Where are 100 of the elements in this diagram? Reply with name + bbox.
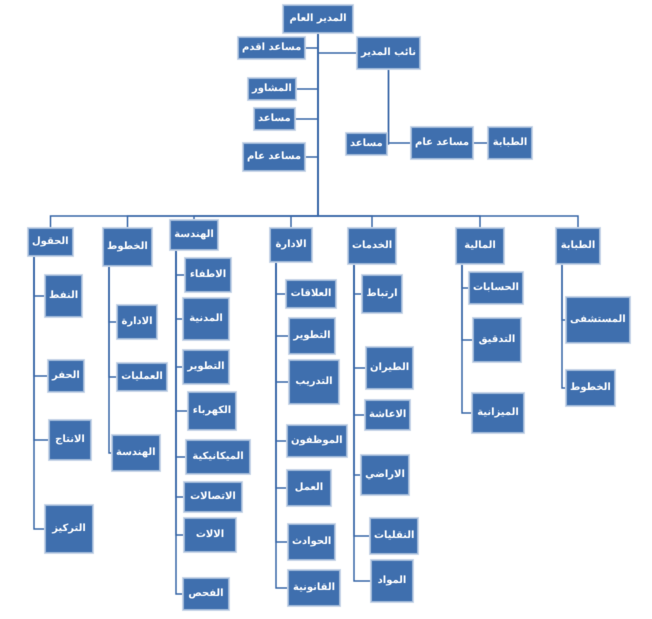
org-box	[186, 440, 250, 474]
org-box	[473, 318, 521, 362]
box-label: التدريب	[295, 376, 333, 388]
org-box	[238, 37, 306, 59]
connector-line	[175, 250, 183, 595]
box-label: الموظفون	[291, 435, 343, 447]
box-label: المشاور	[252, 83, 292, 95]
box-label: التطوير	[293, 330, 331, 342]
box-label: مساعد اقدم	[242, 42, 302, 54]
org-box	[288, 524, 336, 560]
org-box	[103, 228, 152, 266]
box-label: الميزانية	[477, 407, 519, 419]
box-label: التركيز	[52, 523, 86, 535]
connector-line	[561, 264, 566, 389]
box-label: الانتاج	[55, 434, 85, 446]
box-label: الخطوط	[570, 382, 611, 394]
org-box	[117, 305, 157, 339]
org-box	[357, 37, 420, 69]
box-label: القانونية	[292, 582, 336, 594]
org-box	[45, 505, 93, 553]
box-label: النفط	[49, 290, 78, 302]
org-box	[254, 108, 295, 130]
box-label: المالية	[464, 240, 496, 252]
org-box	[45, 275, 82, 317]
box-label: ارتباط	[366, 288, 398, 300]
box-label: الادارة	[275, 239, 307, 251]
box-label: الاعاشة	[369, 409, 406, 421]
org-box	[370, 518, 418, 554]
connector-line	[353, 264, 371, 582]
box-label: النقليات	[374, 530, 414, 542]
org-box	[288, 570, 340, 606]
box-label: الاطفاء	[190, 269, 226, 281]
org-box	[371, 560, 413, 602]
box-label: الفحص	[188, 588, 224, 600]
org-box	[283, 5, 353, 33]
org-box	[566, 370, 615, 406]
org-box	[243, 143, 306, 171]
box-label: الحسابات	[473, 282, 519, 294]
org-box	[365, 400, 410, 430]
box-label: التطوير	[187, 361, 225, 373]
org-box	[456, 228, 504, 264]
org-box	[348, 228, 396, 264]
org-box	[286, 280, 336, 308]
box-label: المدنية	[189, 313, 223, 325]
box-label: الطبابة	[560, 240, 596, 252]
box-label: الالات	[196, 529, 224, 541]
box-label: العلاقات	[290, 288, 332, 300]
box-label: الاتصالات	[190, 491, 236, 503]
org-box	[289, 318, 335, 354]
box-label: التدقيق	[478, 334, 516, 346]
box-label: المستشفى	[570, 314, 626, 326]
box-label: الحوادث	[292, 536, 332, 548]
box-label: مساعد	[350, 138, 383, 150]
box-label: نائب المدير	[361, 47, 416, 59]
org-box	[170, 220, 218, 250]
org-box	[566, 297, 630, 343]
box-label: مساعد	[258, 113, 291, 125]
box-label: مساعد عام	[415, 137, 470, 149]
org-box	[112, 435, 160, 471]
org-box	[411, 127, 474, 159]
connector-line	[473, 142, 488, 144]
box-label: الحقول	[32, 236, 69, 248]
org-box	[469, 272, 523, 304]
org-box	[185, 258, 231, 292]
org-box	[287, 425, 347, 457]
box-label: مساعد عام	[247, 151, 302, 163]
org-box	[117, 363, 167, 391]
connector-line	[388, 69, 411, 144]
box-label: الهندسة	[174, 229, 214, 241]
org-box	[48, 360, 84, 392]
org-box	[361, 455, 409, 495]
box-label: المواد	[378, 575, 406, 587]
org-box	[184, 482, 242, 512]
connector-line	[108, 266, 112, 454]
org-box	[188, 392, 236, 430]
org-box	[556, 228, 600, 264]
org-box	[248, 78, 296, 100]
org-box	[184, 518, 236, 552]
org-box	[472, 393, 524, 433]
box-label: العمل	[294, 482, 324, 494]
box-label: الخدمات	[352, 240, 392, 252]
box-label: الطيران	[370, 362, 410, 374]
org-box	[270, 228, 312, 262]
org-box	[183, 578, 229, 610]
box-label: الاراضي	[365, 469, 405, 481]
box-label: الحفر	[52, 370, 80, 382]
org-box	[183, 298, 229, 340]
box-label: المدير العام	[289, 13, 347, 25]
org-box	[28, 228, 73, 256]
org-box	[287, 470, 331, 506]
org-box	[289, 360, 339, 404]
box-label: الهندسة	[116, 447, 156, 459]
box-label: الادارة	[121, 316, 153, 328]
box-label: الطبابة	[492, 137, 528, 149]
connector-line	[33, 256, 45, 530]
connector-line	[461, 264, 472, 414]
box-label: الميكانيكية	[192, 451, 244, 463]
org-box	[488, 127, 532, 159]
org-box	[362, 275, 402, 313]
org-box	[183, 350, 229, 384]
